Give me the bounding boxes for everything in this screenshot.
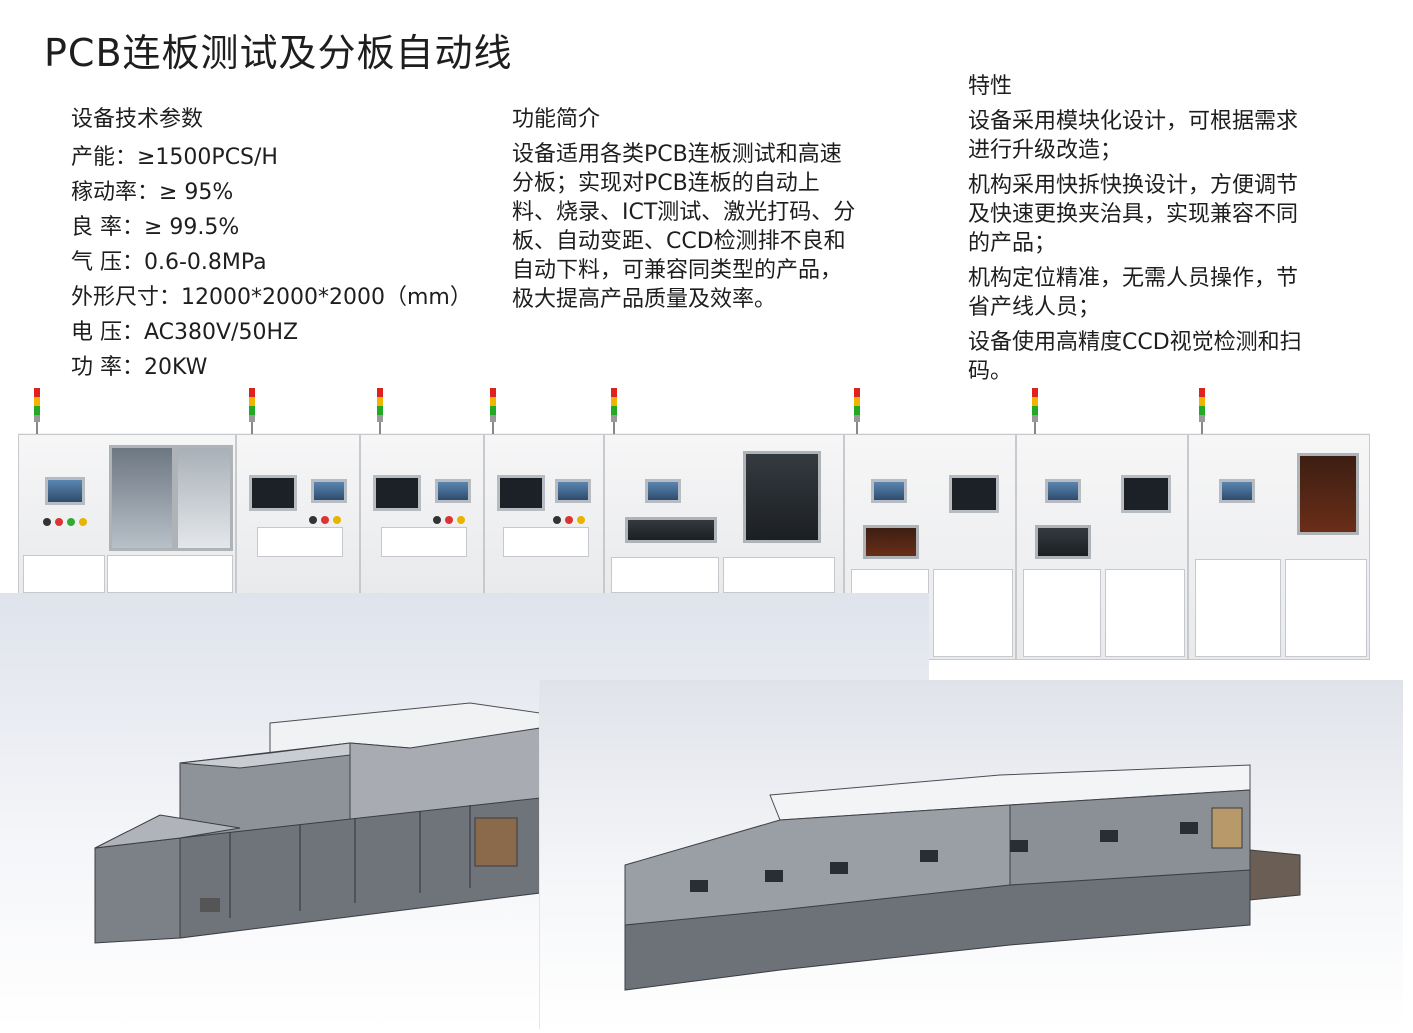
cad-render-left bbox=[0, 593, 929, 1029]
intro-section: 功能简介 设备适用各类PCB连板测试和高速分板；实现对PCB连板的自动上料、烧录… bbox=[512, 105, 857, 314]
spec-item: 气 压：0.6-0.8MPa bbox=[71, 250, 267, 275]
cad-render-right bbox=[539, 680, 1403, 1029]
cad-machine-left bbox=[94, 702, 541, 944]
intro-heading: 功能简介 bbox=[512, 107, 601, 132]
spec-item: 功 率：20KW bbox=[71, 355, 208, 380]
intro-body: 设备适用各类PCB连板测试和高速分板；实现对PCB连板的自动上料、烧录、ICT测… bbox=[512, 142, 856, 312]
spec-item: 外形尺寸：12000*2000*2000（mm） bbox=[71, 285, 472, 310]
feature-item: 设备采用模块化设计，可根据需求进行升级改造； bbox=[968, 109, 1299, 163]
feature-item: 机构定位精准，无需人员操作，节省产线人员； bbox=[968, 266, 1299, 320]
spec-item: 产能：≥1500PCS/H bbox=[71, 145, 278, 170]
spec-item: 电 压：AC380V/50HZ bbox=[71, 320, 299, 345]
spec-heading: 设备技术参数 bbox=[71, 107, 204, 132]
page-title: PCB连板测试及分板自动线 bbox=[44, 31, 513, 75]
feature-item: 机构采用快拆快换设计，方便调节及快速更换夹治具，实现兼容不同的产品； bbox=[968, 173, 1299, 256]
spec-item: 良 率：≥ 99.5% bbox=[71, 215, 240, 240]
spec-section: 设备技术参数 产能：≥1500PCS/H 稼动率：≥ 95% 良 率：≥ 99.… bbox=[71, 105, 491, 385]
cad-machine-right bbox=[624, 764, 1301, 991]
features-heading: 特性 bbox=[968, 74, 1013, 99]
features-section: 特性 设备采用模块化设计，可根据需求进行升级改造； 机构采用快拆快换设计，方便调… bbox=[968, 72, 1313, 386]
feature-item: 设备使用高精度CCD视觉检测和扫码。 bbox=[968, 330, 1302, 384]
spec-item: 稼动率：≥ 95% bbox=[71, 180, 234, 205]
